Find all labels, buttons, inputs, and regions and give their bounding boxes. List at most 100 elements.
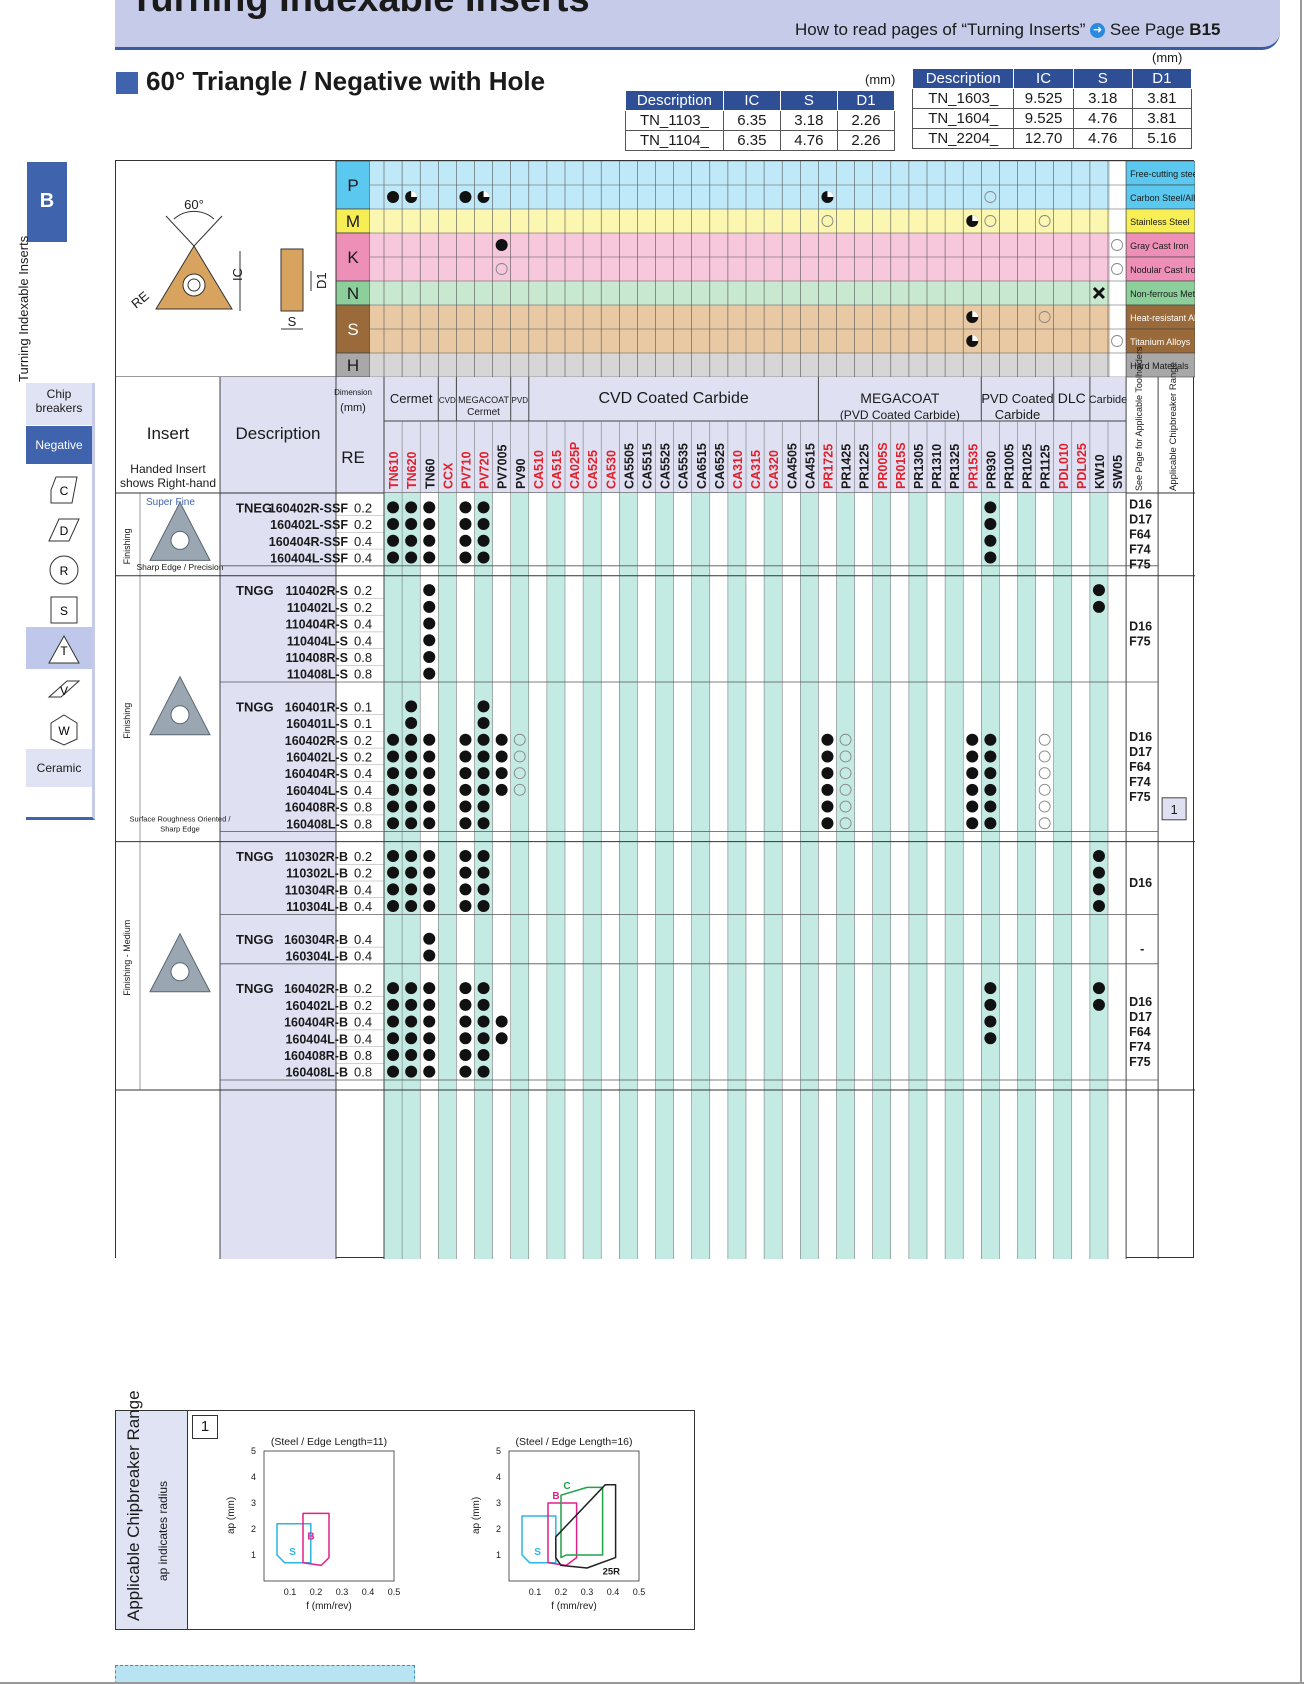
side-shape-t[interactable]: T	[26, 627, 92, 669]
insert-caption: Sharp Edge	[160, 825, 200, 834]
mark-filled	[387, 501, 400, 514]
dim-cell: 5.16	[1131, 128, 1193, 149]
chart-region-outline	[555, 1484, 617, 1569]
dim-cell: 9.525	[1013, 88, 1074, 109]
mark-filled	[459, 900, 472, 913]
row-re: 0.4	[354, 633, 372, 648]
diagram-s: S	[288, 314, 297, 329]
side-shape-r[interactable]: R	[26, 547, 92, 589]
side-negative[interactable]: Negative	[26, 426, 92, 464]
mark-open	[1111, 335, 1123, 347]
material-row-bg	[370, 209, 1111, 233]
mark-filled	[405, 866, 418, 879]
row-re: 0.4	[354, 932, 372, 947]
row-description: 110304L-B	[286, 900, 348, 914]
side-shape-v[interactable]: V	[26, 667, 92, 709]
mark-filled	[423, 534, 436, 547]
mark-filled	[459, 883, 472, 896]
dim-header: IC	[722, 90, 781, 111]
toolholder-page: D16	[1129, 876, 1152, 890]
mark-filled	[423, 949, 436, 962]
material-row-bg	[370, 353, 1111, 377]
mark-filled	[821, 783, 834, 796]
grade-column-bg	[601, 493, 620, 1259]
row-re: 0.2	[354, 749, 372, 764]
chart-y-tick: 3	[496, 1498, 501, 1508]
dim-header: Description	[625, 90, 724, 111]
side-shape-s[interactable]: S	[26, 587, 92, 629]
chart-x-tick: 0.5	[388, 1587, 401, 1597]
mark-open	[1038, 767, 1051, 780]
dim-cell: 3.81	[1131, 108, 1193, 129]
side-shape-w[interactable]: W	[26, 707, 92, 749]
mark-filled	[405, 750, 418, 763]
material-row-bg	[370, 281, 1111, 305]
grade-ca6515: CA6515	[695, 443, 709, 489]
chart-x-tick: 0.2	[555, 1587, 568, 1597]
grade-ca510: CA510	[532, 450, 546, 489]
mark-open	[1038, 817, 1051, 830]
dim-cell: 4.76	[1072, 128, 1133, 149]
grade-column-bg	[764, 493, 783, 1259]
grade-column-bg	[565, 493, 584, 1259]
panel-subtitle: ap indicates radius	[156, 1480, 170, 1581]
mark-filled	[1092, 866, 1105, 879]
dim-cell: TN_1603_	[911, 88, 1015, 109]
row-re: 0.2	[354, 500, 372, 515]
link-page: B15	[1189, 20, 1221, 39]
mark-filled	[423, 1048, 436, 1061]
row-description: 160408L-B	[285, 1066, 348, 1080]
grade-column-bg	[1053, 493, 1072, 1259]
grade-ca4505: CA4505	[785, 443, 799, 489]
grade-pdl025: PDL025	[1075, 443, 1089, 489]
dim-cell: 2.26	[836, 130, 896, 151]
mark-filled	[405, 700, 418, 713]
mark-filled	[405, 534, 418, 547]
mark-filled	[387, 750, 400, 763]
insert-caption: Surface Roughness Oriented /	[130, 815, 232, 824]
chipbreaker-range-panel: Applicable Chipbreaker Range ap indicate…	[115, 1390, 695, 1630]
page-edge-right	[1300, 0, 1302, 1684]
mark-half-cut	[411, 191, 418, 197]
side-ceramic[interactable]: Ceramic	[26, 749, 92, 787]
toolholder-page: F75	[1129, 1055, 1151, 1069]
row-prefix: TNGG	[236, 699, 274, 714]
material-name: Titanium Alloys	[1130, 337, 1191, 347]
section-tab-b[interactable]: B	[27, 162, 67, 242]
shape-letter: C	[60, 484, 69, 498]
panel-label-area: Applicable Chipbreaker Range ap indicate…	[116, 1390, 188, 1629]
mark-filled	[405, 800, 418, 813]
mark-filled	[1092, 982, 1105, 995]
mark-filled	[387, 551, 400, 564]
mark-filled	[984, 783, 997, 796]
mark-filled	[984, 817, 997, 830]
row-description: 160404L-B	[285, 1032, 348, 1046]
grade-pr1425: PR1425	[840, 444, 854, 489]
side-chip-breakers[interactable]: Chip breakers	[26, 383, 92, 425]
mark-filled	[387, 1048, 400, 1061]
mark-open	[984, 215, 997, 227]
grade-sw05: SW05	[1111, 455, 1125, 489]
shape-t-icon: T	[48, 634, 80, 664]
mark-filled	[423, 849, 436, 862]
material-name-cell	[1125, 328, 1196, 354]
panel-title: Applicable Chipbreaker Range	[124, 1390, 143, 1621]
mark-filled	[423, 783, 436, 796]
mark-filled	[477, 817, 490, 830]
toolholder-page: D16	[1129, 730, 1152, 744]
chart-title: (Steel / Edge Length=11)	[271, 1436, 387, 1448]
group-header-pvd: PVD Coated	[981, 391, 1053, 406]
dim-cell: TN_1104_	[625, 130, 724, 151]
side-shape-d[interactable]: D	[26, 507, 92, 549]
toolholder-page: F74	[1129, 1040, 1151, 1054]
mark-filled	[495, 750, 508, 763]
mark-filled	[966, 733, 979, 746]
see-page-link[interactable]: How to read pages of “Turning Inserts” ➜…	[795, 20, 1220, 40]
mark-filled	[423, 501, 436, 514]
material-code-label: N	[347, 284, 359, 303]
side-shape-c[interactable]: C	[26, 467, 92, 509]
group-header-cvd: CVD Coated Carbide	[598, 390, 748, 407]
mark-filled	[984, 518, 997, 531]
